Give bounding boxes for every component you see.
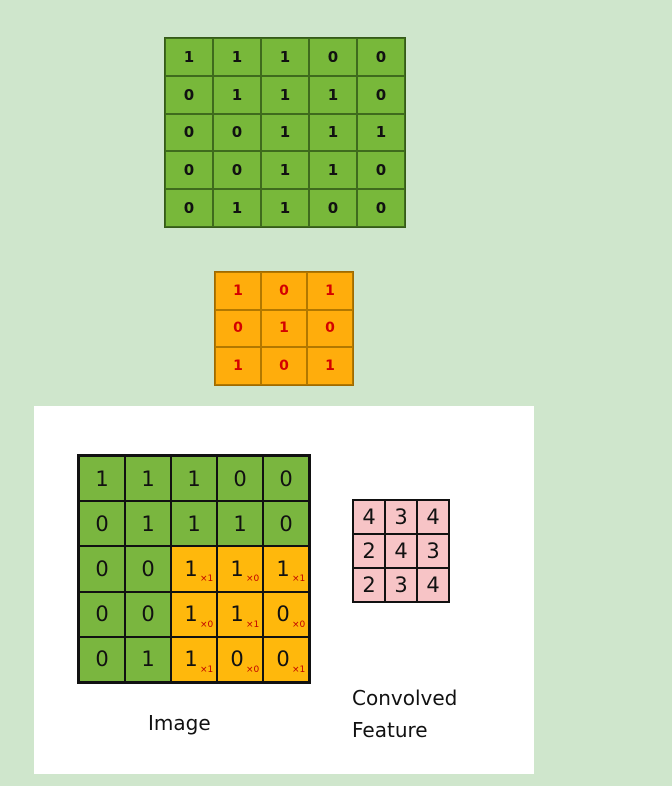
kernel-cell: 1: [307, 347, 353, 385]
input-matrix-cell: 0: [357, 151, 405, 190]
input-matrix-cell: 1: [213, 38, 261, 76]
image-cell-highlighted: 1×1: [171, 636, 217, 682]
input-matrix-cell: 0: [213, 151, 261, 190]
input-matrix-cell: 1: [213, 189, 261, 227]
input-matrix-cell: 1: [261, 113, 309, 152]
kernel-weight-subscript: ×1: [200, 664, 214, 675]
image-cell-value: 0: [276, 647, 290, 672]
kernel-cell: 1: [215, 272, 261, 310]
input-matrix-cell: 1: [357, 113, 405, 152]
kernel-weight-subscript: ×0: [292, 619, 306, 630]
input-matrix-cell: 1: [213, 75, 261, 114]
image-cell-highlighted: 1×1: [263, 546, 309, 592]
kernel-weight-subscript: ×1: [246, 619, 260, 630]
image-cell-value: 1: [184, 647, 198, 672]
convolved-caption-line2: Feature: [352, 718, 428, 742]
image-cell: 1: [171, 456, 217, 502]
input-matrix-cell: 0: [213, 113, 261, 152]
convolved-feature-cell: 4: [353, 500, 385, 534]
convolved-feature-cell: 4: [417, 568, 449, 602]
input-matrix-cell: 0: [357, 38, 405, 76]
input-matrix-cell: 1: [261, 38, 309, 76]
kernel-weight-subscript: ×1: [292, 574, 306, 585]
kernel-weight-subscript: ×0: [246, 664, 260, 675]
convolved-feature-cell: 3: [385, 500, 417, 534]
image-cell-value: 1: [230, 602, 244, 627]
image-cell-value: 1: [184, 602, 198, 627]
input-matrix-cell: 0: [165, 75, 213, 114]
image-cell: 0: [125, 591, 171, 637]
image-cell-highlighted: 1×0: [171, 591, 217, 637]
convolved-feature-cell: 2: [353, 534, 385, 568]
convolved-feature-cell: 3: [417, 534, 449, 568]
input-matrix-cell: 1: [261, 75, 309, 114]
image-cell: 1: [79, 456, 125, 502]
image-cell-highlighted: 1×0: [217, 546, 263, 592]
kernel-cell: 1: [307, 272, 353, 310]
input-matrix-cell: 0: [165, 151, 213, 190]
kernel-weight-subscript: ×0: [246, 574, 260, 585]
image-cell-highlighted: 0×0: [263, 591, 309, 637]
image-cell: 0: [217, 456, 263, 502]
image-cell-highlighted: 0×1: [263, 636, 309, 682]
image-cell-highlighted: 0×0: [217, 636, 263, 682]
kernel-cell: 0: [261, 272, 307, 310]
kernel-weight-subscript: ×1: [292, 664, 306, 675]
image-cell: 0: [79, 636, 125, 682]
image-caption: Image: [148, 711, 211, 735]
input-matrix-cell: 1: [261, 151, 309, 190]
image-cell: 1: [217, 501, 263, 547]
input-matrix-cell: 0: [165, 113, 213, 152]
image-cell-highlighted: 1×1: [217, 591, 263, 637]
image-cell: 1: [125, 636, 171, 682]
convolved-feature-cell: 4: [417, 500, 449, 534]
kernel-weight-subscript: ×1: [200, 574, 214, 585]
image-cell: 0: [263, 501, 309, 547]
image-cell: 0: [125, 546, 171, 592]
input-matrix-cell: 0: [309, 189, 357, 227]
input-matrix-cell: 0: [357, 189, 405, 227]
image-cell: 0: [79, 546, 125, 592]
convolved-feature-cell: 4: [385, 534, 417, 568]
image-cell: 1: [125, 501, 171, 547]
image-cell-value: 0: [276, 602, 290, 627]
kernel-cell: 0: [215, 309, 261, 347]
input-matrix-cell: 1: [165, 38, 213, 76]
input-matrix-cell: 0: [357, 75, 405, 114]
image-cell-value: 1: [276, 556, 290, 581]
kernel-weight-subscript: ×0: [200, 619, 214, 630]
kernel-cell: 1: [215, 347, 261, 385]
convolved-feature-caption: Convolved Feature: [352, 682, 457, 746]
image-cell: 0: [79, 591, 125, 637]
input-matrix-cell: 1: [309, 151, 357, 190]
image-cell: 0: [263, 456, 309, 502]
kernel-cell: 1: [261, 309, 307, 347]
input-matrix-cell: 1: [261, 189, 309, 227]
convolved-feature-cell: 3: [385, 568, 417, 602]
image-cell: 0: [79, 501, 125, 547]
image-cell-value: 1: [184, 556, 198, 581]
input-matrix-cell: 1: [309, 75, 357, 114]
input-matrix-cell: 0: [309, 38, 357, 76]
kernel-cell: 0: [307, 309, 353, 347]
image-cell-value: 0: [230, 647, 244, 672]
image-cell-value: 1: [230, 556, 244, 581]
convolved-feature-cell: 2: [353, 568, 385, 602]
image-cell: 1: [125, 456, 171, 502]
kernel-cell: 0: [261, 347, 307, 385]
image-cell: 1: [171, 501, 217, 547]
input-matrix-cell: 0: [165, 189, 213, 227]
image-cell-highlighted: 1×1: [171, 546, 217, 592]
convolved-caption-line1: Convolved: [352, 686, 458, 710]
input-matrix-cell: 1: [309, 113, 357, 152]
